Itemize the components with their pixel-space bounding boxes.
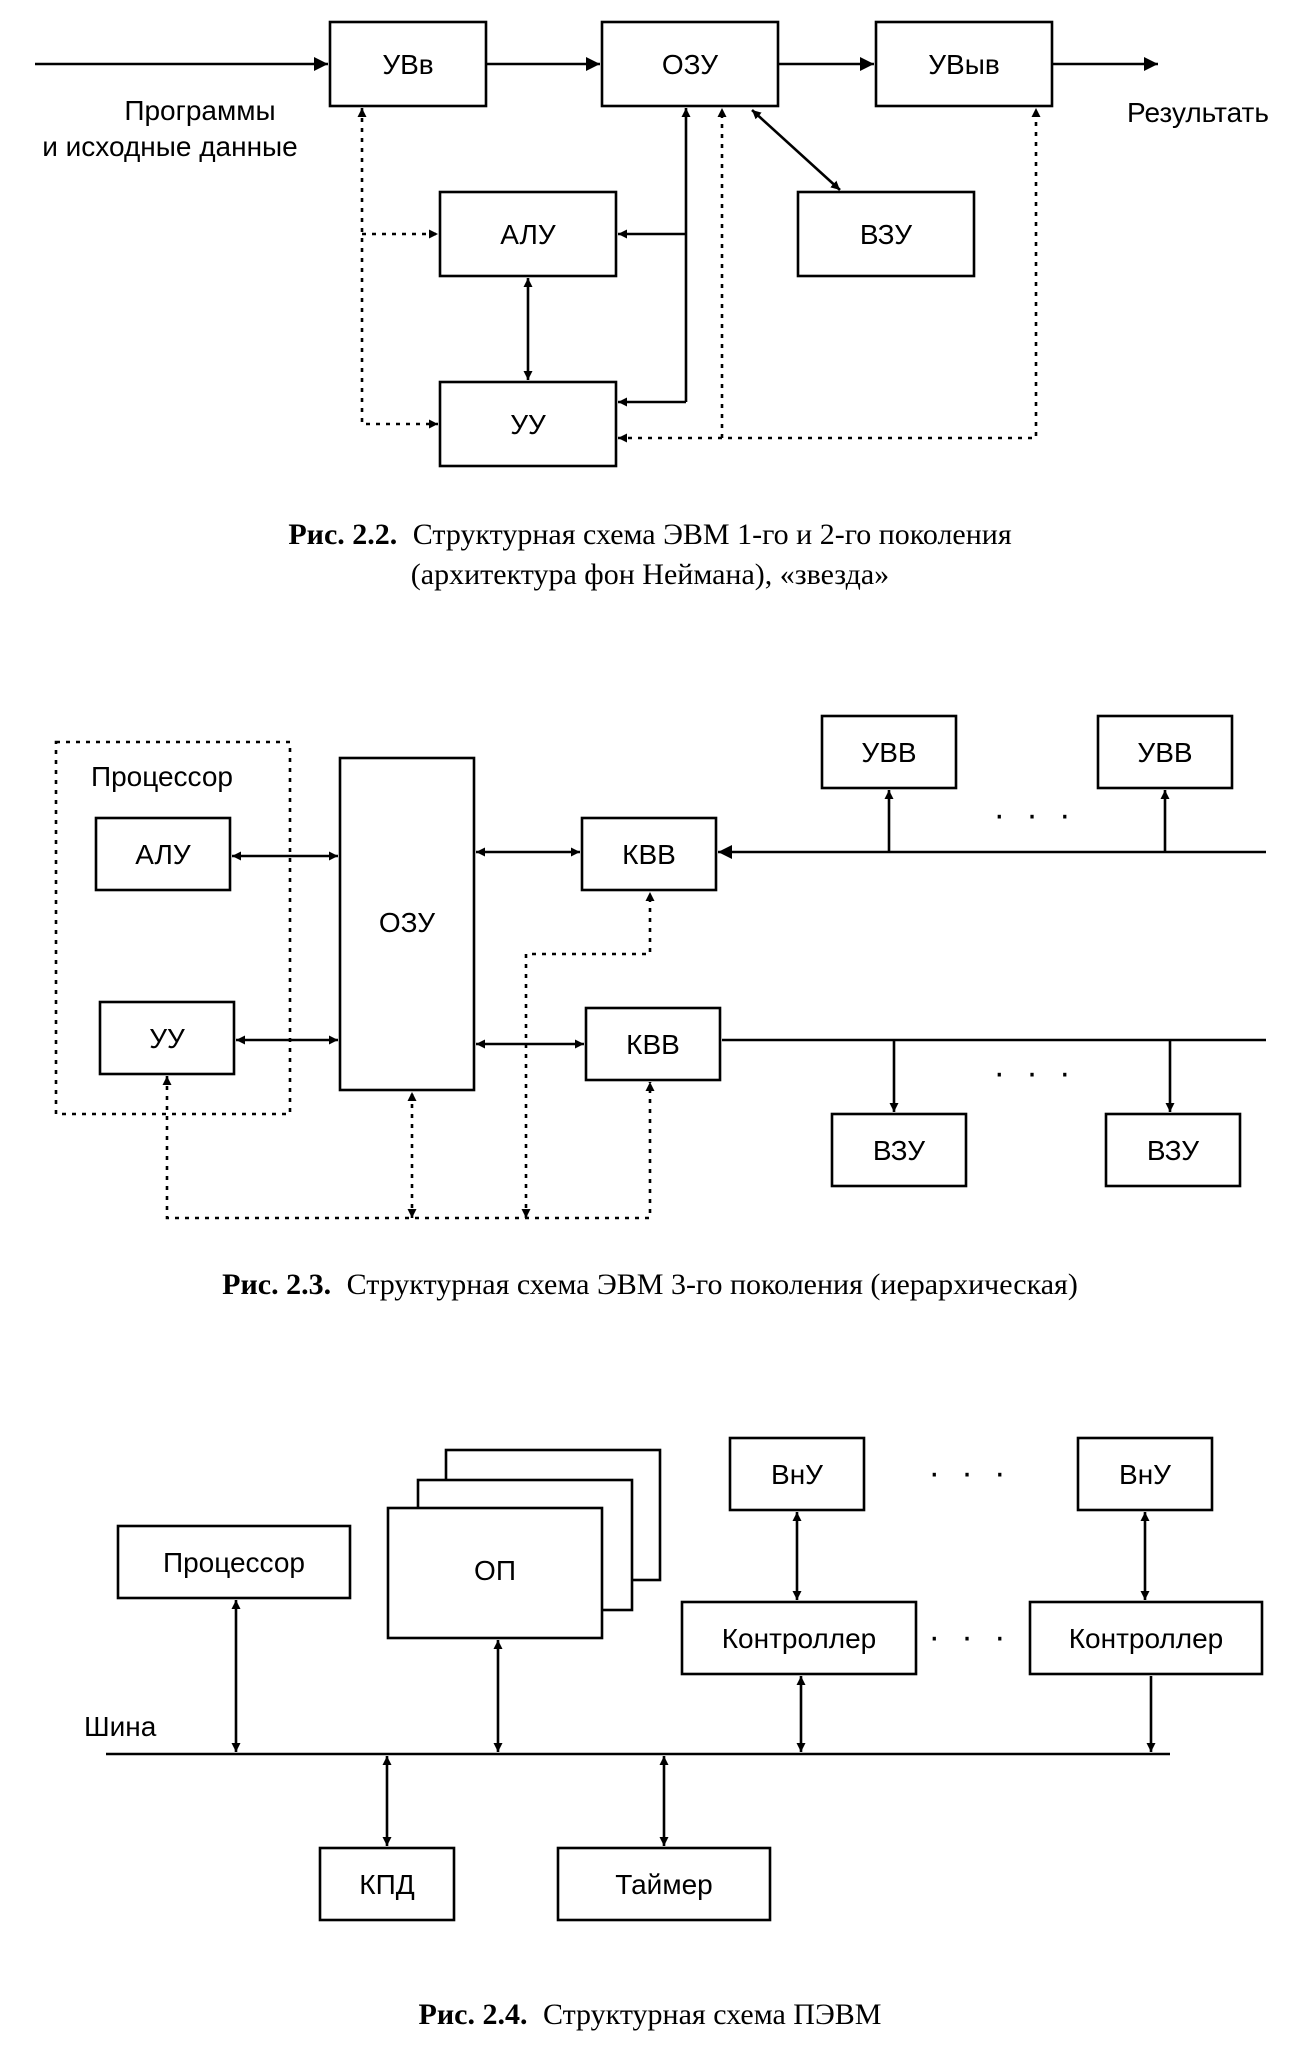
kpd-block: КПД — [318, 1846, 456, 1922]
vnu-2-block: ВнУ — [1076, 1436, 1214, 1512]
vzu-label: ВЗУ — [860, 219, 912, 250]
uu-block: УУ — [438, 380, 618, 468]
caption-2-4: Рис. 2.4. Структурная схема ПЭВМ — [419, 1998, 882, 2031]
uvv-1-block: УВВ — [820, 714, 958, 790]
kvv-bottom-block: КВВ — [584, 1006, 722, 1082]
input-label-2: и исходные данные — [42, 131, 298, 162]
controller-2-block: Контроллер — [1028, 1600, 1264, 1676]
bus-label: Шина — [84, 1711, 157, 1742]
caption-2-2-prefix: Рис. 2.2. — [288, 518, 397, 551]
caption-2-4-prefix: Рис. 2.4. — [419, 1998, 528, 2031]
ozu-label: ОЗУ — [379, 907, 435, 938]
uvyv-block: УВыв — [874, 20, 1054, 108]
vzu-1-label: ВЗУ — [873, 1135, 925, 1166]
op-label: ОП — [474, 1555, 516, 1586]
uvv-block: УВв — [328, 20, 488, 108]
alu-label: АЛУ — [135, 839, 191, 870]
op-block-stack: ОП — [386, 1448, 662, 1640]
vzu-block: ВЗУ — [796, 190, 976, 278]
vzu-1-block: ВЗУ — [830, 1112, 968, 1188]
vzu-2-block: ВЗУ — [1104, 1112, 1242, 1188]
kvv-top-block: КВВ — [580, 816, 718, 892]
ozu-label: ОЗУ — [662, 49, 718, 80]
uvv-2-block: УВВ — [1096, 714, 1234, 790]
figure-2-3: Процессор АЛУ УУ ОЗУ КВВ КВВ УВВ УВВ — [54, 714, 1266, 1301]
uvv-2-label: УВВ — [1137, 737, 1192, 768]
op-layer-front — [386, 1506, 604, 1640]
uvv-1-label: УВВ — [861, 737, 916, 768]
control-bus-dotted — [162, 1076, 655, 1220]
controller-2-label: Контроллер — [1069, 1623, 1224, 1654]
caption-2-4-text: Структурная схема ПЭВМ — [543, 1998, 882, 2031]
caption-2-3-prefix: Рис. 2.3. — [222, 1268, 331, 1301]
processor-label: Процессор — [163, 1547, 305, 1578]
processor-block: Процессор — [116, 1524, 352, 1600]
ellipsis-mid: · · · — [929, 1618, 1012, 1656]
uu-uvv-control-line — [357, 108, 438, 429]
processor-group-outline — [54, 740, 292, 1116]
kpd-label: КПД — [359, 1869, 414, 1900]
kvv-bottom-label: КВВ — [626, 1029, 680, 1060]
alu-block: АЛУ — [438, 190, 618, 278]
figure-2-2: УВв ОЗУ УВыв АЛУ ВЗУ УУ — [35, 20, 1269, 591]
ellipsis-top: · · · — [929, 1454, 1012, 1492]
ozu-block: ОЗУ — [600, 20, 780, 108]
alu-label: АЛУ — [500, 219, 556, 250]
alu-block: АЛУ — [94, 816, 232, 892]
vnu-2-label: ВнУ — [1119, 1459, 1171, 1490]
figure-2-4: Шина Процессор ОП ВнУ ВнУ Контроллер Кон… — [84, 1436, 1264, 2031]
caption-2-2-text: Структурная схема ЭВМ 1-го и 2-го поколе… — [413, 518, 1012, 551]
input-label: Программы — [124, 95, 275, 126]
ozu-block: ОЗУ — [338, 756, 476, 1092]
caption-2-3-text: Структурная схема ЭВМ 3-го поколения (ие… — [347, 1268, 1078, 1301]
caption-2-3: Рис. 2.3. Структурная схема ЭВМ 3-го пок… — [222, 1268, 1078, 1301]
uvv-label: УВв — [382, 49, 433, 80]
uvyv-label: УВыв — [928, 49, 999, 80]
vnu-1-label: ВнУ — [771, 1459, 823, 1490]
vnu-1-block: ВнУ — [728, 1436, 866, 1512]
kvv-top-control-line — [521, 892, 655, 1218]
uu-label: УУ — [510, 409, 546, 440]
ellipsis-bottom: · · · — [994, 1054, 1077, 1092]
uu-label: УУ — [149, 1023, 185, 1054]
ozu-vzu-arrow — [751, 109, 841, 191]
uu-block: УУ — [98, 1000, 236, 1076]
controller-1-block: Контроллер — [680, 1600, 918, 1676]
timer-label: Таймер — [615, 1869, 712, 1900]
processor-group-label: Процессор — [91, 761, 233, 792]
caption-2-2-line2: (архитектура фон Неймана), «звезда» — [411, 558, 889, 591]
output-label: Результать — [1127, 97, 1269, 128]
caption-2-2: Рис. 2.2. Структурная схема ЭВМ 1-го и 2… — [288, 518, 1012, 551]
controller-1-label: Контроллер — [722, 1623, 877, 1654]
timer-block: Таймер — [556, 1846, 772, 1922]
vzu-2-label: ВЗУ — [1147, 1135, 1199, 1166]
ellipsis-top: · · · — [994, 796, 1077, 834]
kvv-top-label: КВВ — [622, 839, 676, 870]
